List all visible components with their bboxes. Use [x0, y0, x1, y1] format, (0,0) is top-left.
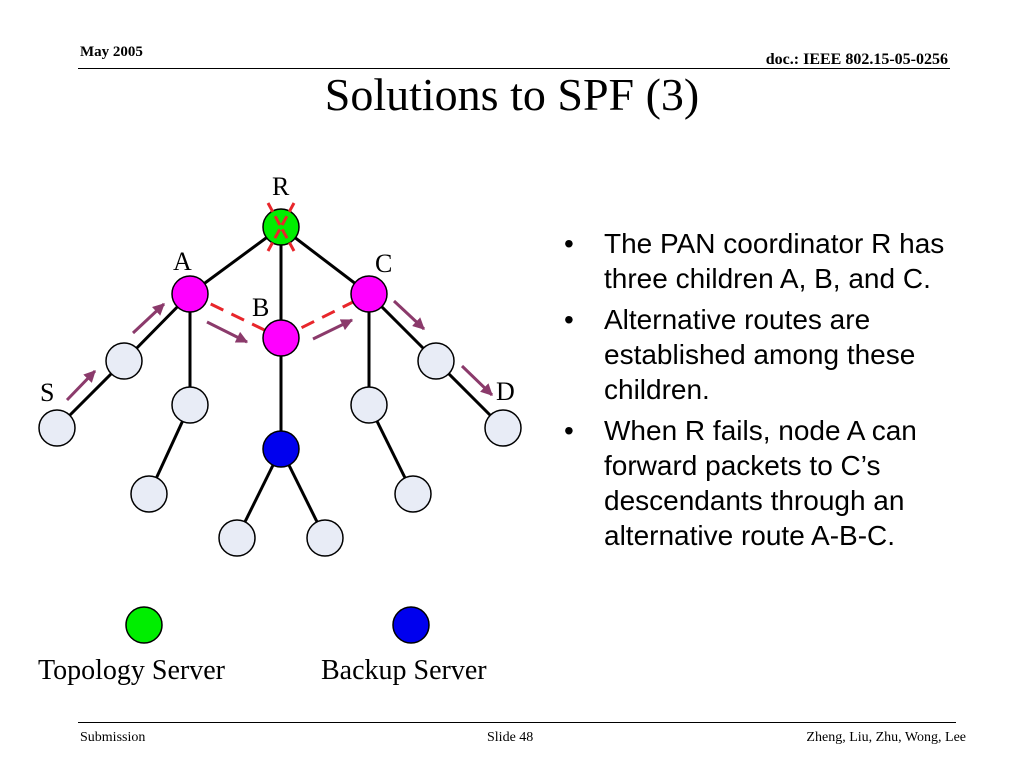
- label-c: C: [375, 249, 392, 278]
- alt-route-a-b: [189, 292, 282, 340]
- node-c-child2: [417, 342, 455, 380]
- label-r: R: [272, 172, 290, 201]
- legend-topology-label: Topology Server: [38, 655, 226, 686]
- header-date: May 2005: [80, 44, 143, 60]
- arrow-a-to-b: [206, 320, 249, 344]
- footer-submission: Submission: [80, 730, 146, 745]
- bullet-list: The PAN coordinator R has three children…: [562, 226, 1002, 559]
- header-doc-id: doc.: IEEE 802.15-05-0256: [765, 51, 948, 68]
- header-divider: [78, 68, 950, 69]
- node-backup: [262, 430, 300, 468]
- label-a: A: [173, 247, 192, 276]
- node-c-child1: [350, 386, 388, 424]
- node-a-child2: [171, 386, 209, 424]
- node-b: [262, 319, 300, 357]
- legend-topology-swatch: [125, 606, 163, 644]
- bullet-item: The PAN coordinator R has three children…: [562, 226, 1002, 296]
- edge-r-a: [189, 225, 282, 296]
- route-arrows: [65, 299, 494, 402]
- failure-x-stroke-1: [266, 202, 296, 252]
- legend-backup-swatch: [392, 606, 430, 644]
- node-s: [38, 409, 76, 447]
- node-a-child1: [105, 342, 143, 380]
- arrow-b-to-c: [312, 318, 354, 341]
- footer-slide-number: Slide 48: [487, 730, 534, 745]
- node-a-leaf: [130, 475, 168, 513]
- tree-edges: [55, 225, 505, 539]
- node-c: [350, 275, 388, 313]
- failure-x-mark: [266, 202, 296, 252]
- legend-backup-label: Backup Server: [321, 655, 487, 686]
- footer-divider: [78, 722, 956, 723]
- slide-title: Solutions to SPF (3): [324, 69, 700, 120]
- arrow-c-child-to-d: [460, 364, 494, 397]
- label-b: B: [252, 293, 269, 322]
- node-backup-leaf-left: [218, 519, 256, 557]
- label-d: D: [496, 377, 515, 406]
- label-s: S: [40, 378, 54, 407]
- footer-authors: Zheng, Liu, Zhu, Wong, Lee: [806, 730, 966, 745]
- node-c-leaf: [394, 475, 432, 513]
- failure-x-stroke-2: [266, 202, 296, 252]
- node-r: [262, 208, 300, 246]
- arrow-s-to-a-child: [65, 369, 97, 402]
- node-d: [484, 409, 522, 447]
- node-backup-leaf-right: [306, 519, 344, 557]
- arrow-a-child-to-a: [131, 302, 166, 335]
- bullet-item: When R fails, node A can forward packets…: [562, 413, 1002, 553]
- tree-nodes: [38, 208, 522, 557]
- bullet-item: Alternative routes are established among…: [562, 302, 1002, 407]
- arrow-c-to-c-child: [392, 299, 426, 331]
- node-a: [171, 275, 209, 313]
